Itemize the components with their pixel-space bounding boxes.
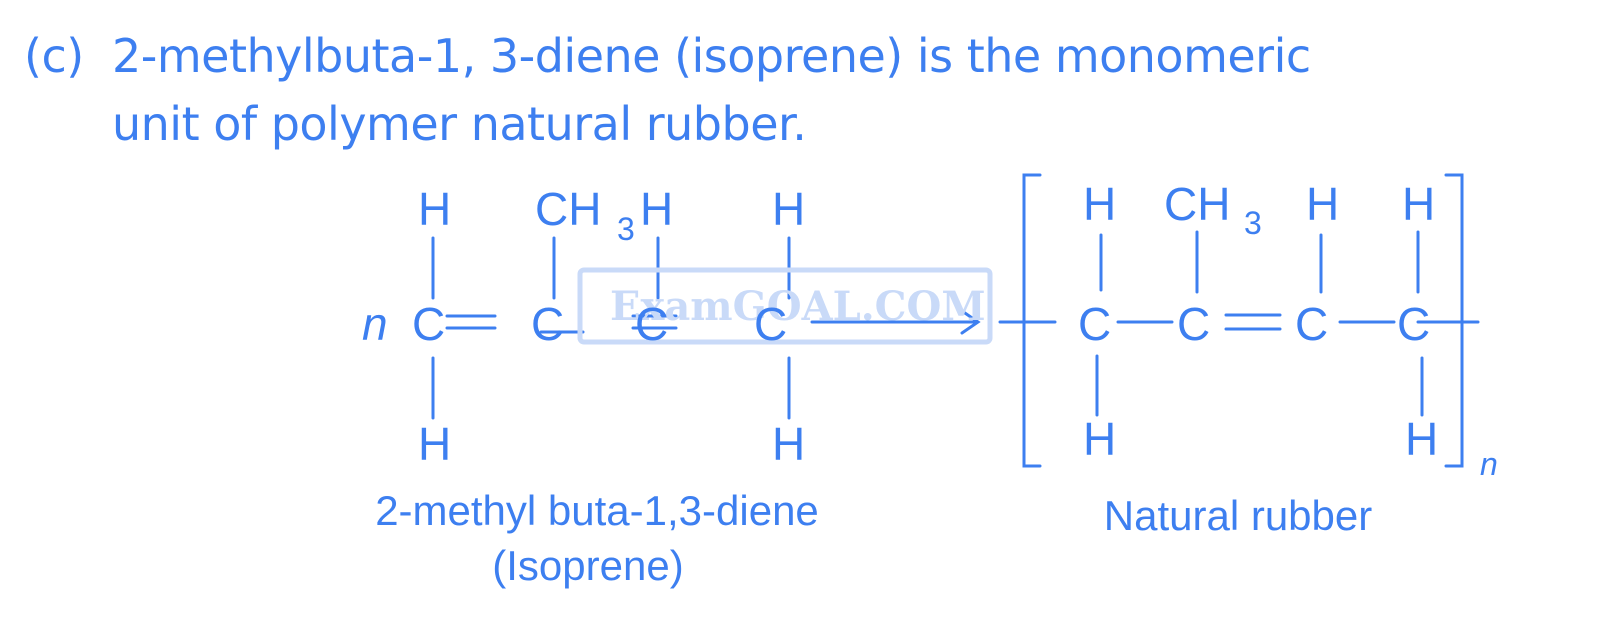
monomer-h-top-1: H <box>418 183 451 235</box>
polymer-ch: CH <box>1164 178 1230 230</box>
polymer-c1: C <box>1078 298 1111 350</box>
polymer-c3: C <box>1295 298 1328 350</box>
question-line-2: unit of polymer natural rubber. <box>112 97 807 151</box>
monomer-h-bottom-4: H <box>772 418 805 470</box>
monomer-c3: C <box>635 298 668 350</box>
monomer-c1: C <box>412 298 445 350</box>
watermark-text: ExamGOAL.COM <box>610 283 986 330</box>
monomer-c4: C <box>754 298 787 350</box>
monomer-h-bottom-1: H <box>418 418 451 470</box>
monomer-c2: C <box>531 298 564 350</box>
polymer-h-top-1: H <box>1083 178 1116 230</box>
polymer-caption: Natural rubber <box>1104 492 1372 539</box>
polymer-c4: C <box>1397 298 1430 350</box>
polymer-h-bottom-1: H <box>1083 413 1116 465</box>
monomer-caption: 2-methyl buta-1,3-diene <box>375 487 819 534</box>
polymer-subscript-3: 3 <box>1244 205 1262 241</box>
monomer-ch: CH <box>535 183 601 235</box>
repeat-subscript: n <box>1480 446 1498 482</box>
question-label: (c) <box>24 29 84 83</box>
question-text: (c)2-methylbuta-1, 3-diene (isoprene) is… <box>24 22 1311 158</box>
monomer-subscript-3: 3 <box>617 211 635 247</box>
polymer-h-bottom-4: H <box>1405 413 1438 465</box>
polymer-c2: C <box>1177 298 1210 350</box>
coefficient: n <box>362 298 388 350</box>
question-line-1: (c)2-methylbuta-1, 3-diene (isoprene) is… <box>24 22 1311 90</box>
monomer-caption-alt: (Isoprene) <box>492 542 683 589</box>
monomer-h-top-3: H <box>640 183 673 235</box>
polymer-h-top-3: H <box>1306 178 1339 230</box>
watermark-box <box>577 267 993 345</box>
monomer-h-top-4: H <box>772 183 805 235</box>
polymer-h-top-4: H <box>1402 178 1435 230</box>
